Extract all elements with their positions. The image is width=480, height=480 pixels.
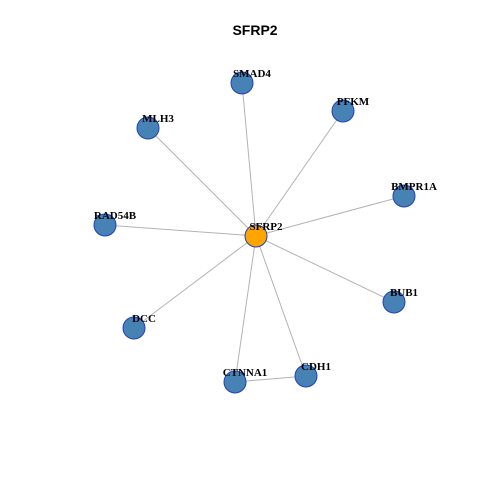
node-dcc bbox=[122, 316, 146, 340]
node-label-rad54b: RAD54B bbox=[94, 210, 137, 222]
edge-ctnna1-cdh1 bbox=[234, 375, 307, 383]
node-bub1 bbox=[382, 290, 406, 314]
diagram-title: SFRP2 bbox=[232, 22, 277, 38]
edge-layer bbox=[104, 82, 405, 383]
node-label-pfkm: PFKM bbox=[337, 96, 370, 108]
edge-sfrp2-bmpr1a bbox=[255, 195, 405, 237]
node-label-bub1: BUB1 bbox=[390, 287, 418, 299]
edge-sfrp2-smad4 bbox=[241, 82, 257, 237]
node-sfrp2 bbox=[244, 224, 268, 248]
node-label-ctnna1: CTNNA1 bbox=[223, 367, 268, 379]
node-cdh1 bbox=[294, 364, 318, 388]
node-pfkm bbox=[331, 99, 355, 123]
node-rad54b bbox=[93, 213, 117, 237]
node-ctnna1 bbox=[223, 370, 247, 394]
edge-sfrp2-rad54b bbox=[104, 224, 257, 237]
node-label-bmpr1a: BMPR1A bbox=[391, 181, 437, 193]
node-smad4 bbox=[230, 71, 254, 95]
node-label-mlh3: MLH3 bbox=[142, 113, 174, 125]
node-layer bbox=[93, 71, 416, 394]
edge-sfrp2-dcc bbox=[133, 235, 257, 329]
node-label-smad4: SMAD4 bbox=[233, 68, 271, 80]
node-label-dcc: DCC bbox=[132, 313, 156, 325]
node-mlh3 bbox=[136, 116, 160, 140]
edge-sfrp2-mlh3 bbox=[147, 127, 257, 237]
node-label-sfrp2: SFRP2 bbox=[250, 221, 284, 233]
edge-sfrp2-cdh1 bbox=[255, 235, 307, 377]
edge-sfrp2-ctnna1 bbox=[234, 235, 257, 383]
node-bmpr1a bbox=[392, 184, 416, 208]
node-label-cdh1: CDH1 bbox=[301, 361, 331, 373]
edge-sfrp2-pfkm bbox=[255, 110, 344, 237]
edge-sfrp2-bub1 bbox=[255, 235, 395, 303]
